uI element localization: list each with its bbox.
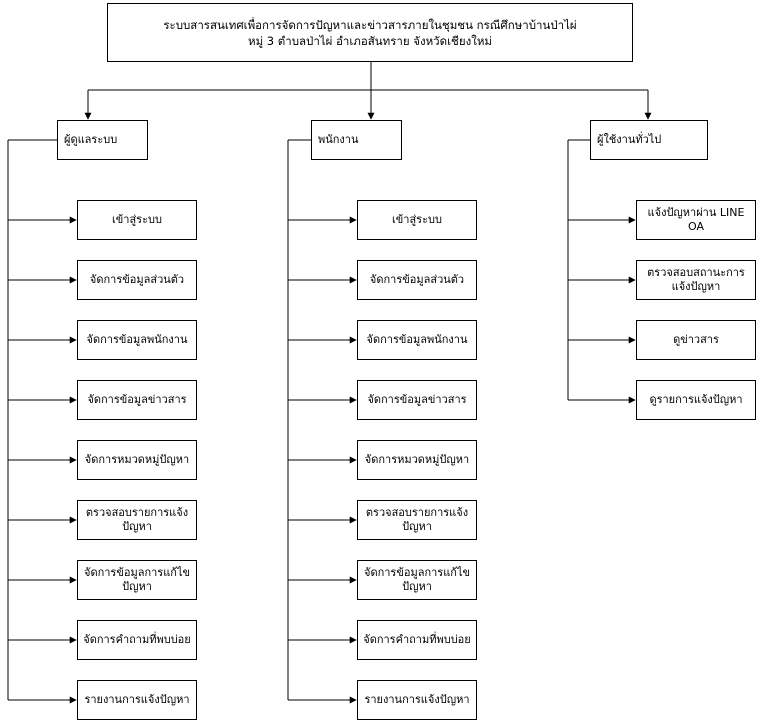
function-box: จัดการข้อมูลพนักงาน	[77, 320, 197, 360]
function-box: เข้าสู่ระบบ	[357, 200, 477, 240]
function-box: ตรวจสอบสถานะการแจ้งปัญหา	[636, 260, 756, 300]
function-box: จัดการหมวดหมู่ปัญหา	[77, 440, 197, 480]
function-box: จัดการข้อมูลการแก้ไขปัญหา	[77, 560, 197, 600]
role-box-1: ผู้ดูแลระบบ	[57, 120, 148, 160]
function-box: จัดการข้อมูลการแก้ไขปัญหา	[357, 560, 477, 600]
function-box: จัดการข้อมูลส่วนตัว	[77, 260, 197, 300]
function-box: จัดการหมวดหมู่ปัญหา	[357, 440, 477, 480]
function-box: ดูรายการแจ้งปัญหา	[636, 380, 756, 420]
function-box: จัดการคำถามที่พบบ่อย	[77, 620, 197, 660]
function-box: จัดการข้อมูลพนักงาน	[357, 320, 477, 360]
function-box: จัดการข้อมูลข่าวสาร	[357, 380, 477, 420]
function-box: ดูข่าวสาร	[636, 320, 756, 360]
function-box: เข้าสู่ระบบ	[77, 200, 197, 240]
function-box: จัดการข้อมูลส่วนตัว	[357, 260, 477, 300]
function-box: จัดการข้อมูลข่าวสาร	[77, 380, 197, 420]
function-box: แจ้งปัญหาผ่าน LINE OA	[636, 200, 756, 240]
role-box-3: ผู้ใช้งานทั่วไป	[590, 120, 708, 160]
function-box: จัดการคำถามที่พบบ่อย	[357, 620, 477, 660]
function-box: ตรวจสอบรายการแจ้งปัญหา	[357, 500, 477, 540]
function-box: รายงานการแจ้งปัญหา	[357, 680, 477, 720]
diagram-title: ระบบสารสนเทศเพื่อการจัดการปัญหาและข่าวสา…	[107, 3, 633, 62]
function-box: ตรวจสอบรายการแจ้งปัญหา	[77, 500, 197, 540]
role-box-2: พนักงาน	[311, 120, 402, 160]
function-box: รายงานการแจ้งปัญหา	[77, 680, 197, 720]
